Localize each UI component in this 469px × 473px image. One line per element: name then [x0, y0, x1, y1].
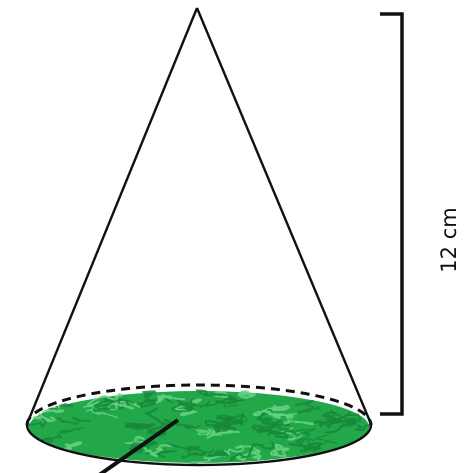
scribble-stroke — [252, 409, 295, 419]
scribble-stroke — [223, 444, 261, 455]
radius-line — [98, 418, 180, 473]
scribble-stroke — [270, 443, 290, 458]
scribble-stroke — [40, 405, 65, 413]
scribble-stroke — [27, 417, 47, 430]
scribble-stroke — [92, 399, 111, 413]
scribble-stroke — [145, 407, 172, 426]
scribble-stroke — [56, 416, 91, 425]
scribble-stroke — [176, 423, 202, 430]
base-scribble-texture — [27, 389, 371, 465]
scribble-stroke — [155, 394, 185, 404]
scribble-stroke — [295, 400, 320, 414]
cone-base-back-edge-dashed — [25, 383, 373, 426]
scribble-stroke — [206, 429, 240, 440]
cone-left-slant-edge — [25, 7, 199, 425]
scribble-stroke — [307, 434, 338, 446]
scribble-stroke — [125, 422, 152, 432]
scribble-stroke — [322, 410, 347, 423]
scribble-stroke — [106, 401, 119, 411]
cone-right-slant-edge — [195, 7, 373, 425]
scribble-stroke — [204, 399, 242, 408]
scribble-stroke — [237, 389, 257, 399]
height-label: 12 cm — [437, 207, 461, 272]
scribble-stroke — [41, 427, 85, 443]
scribble-stroke — [207, 450, 229, 457]
scribble-stroke — [256, 422, 283, 435]
height-bracket — [380, 12, 404, 416]
scribble-stroke — [138, 398, 159, 409]
cone-base-front-edge — [25, 424, 373, 467]
scribble-stroke — [143, 444, 172, 458]
scribble-stroke — [124, 436, 148, 447]
scribble-stroke — [235, 451, 262, 462]
scribble-stroke — [147, 423, 167, 437]
cone-base-shading — [27, 389, 371, 465]
scribble-stroke — [325, 419, 357, 434]
scribble-stroke — [83, 402, 119, 419]
scribble-stroke — [294, 428, 317, 442]
scribble-stroke — [313, 418, 342, 428]
scribble-stroke — [179, 397, 206, 409]
scribble-stroke — [96, 398, 135, 407]
scribble-stroke — [229, 440, 275, 462]
scribble-stroke — [216, 413, 248, 422]
scribble-stroke — [142, 389, 157, 399]
scribble-stroke — [112, 400, 141, 410]
scribble-stroke — [354, 423, 371, 432]
scribble-stroke — [223, 395, 245, 408]
scribble-stroke — [167, 442, 214, 456]
scribble-stroke — [86, 391, 123, 407]
scribble-stroke — [178, 402, 197, 412]
